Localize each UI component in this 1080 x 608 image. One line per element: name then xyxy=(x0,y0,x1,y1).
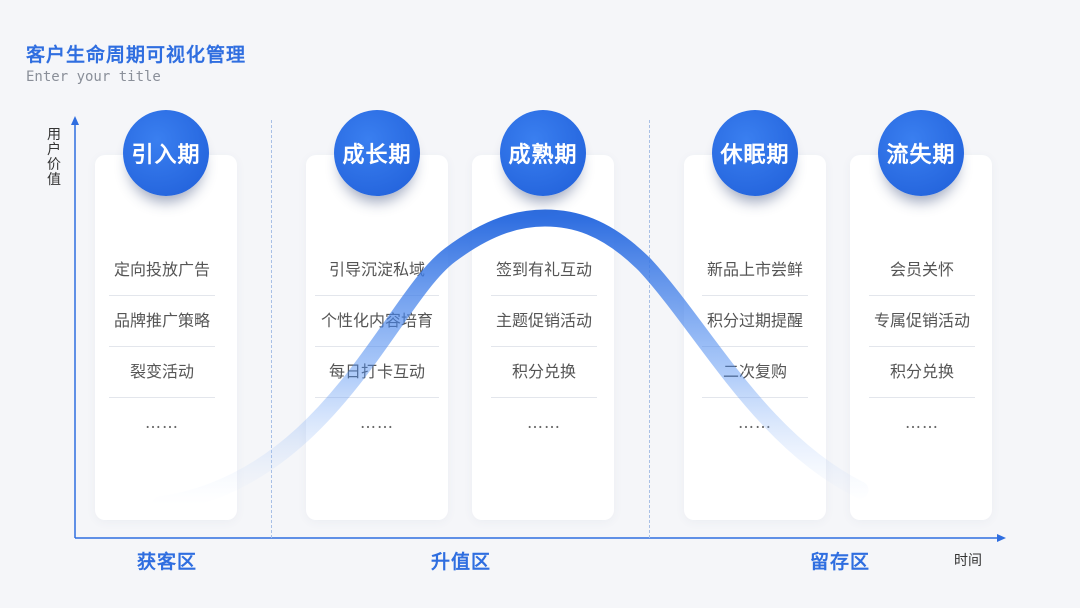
list-item: 主题促销活动 xyxy=(491,296,597,347)
list-item: 二次复购 xyxy=(702,347,808,398)
stage-badge-mature: 成熟期 xyxy=(500,110,586,196)
page-title: 客户生命周期可视化管理 xyxy=(26,44,247,66)
list-item: 会员关怀 xyxy=(869,245,975,296)
list-item: 定向投放广告 xyxy=(109,245,215,296)
list-item: 裂变活动 xyxy=(109,347,215,398)
stage-badge-lost: 流失期 xyxy=(878,110,964,196)
list-item-ellipsis: …… xyxy=(527,413,561,432)
stage-badge-intro: 引入期 xyxy=(123,110,209,196)
zone-label-retention: 留存区 xyxy=(810,551,871,573)
zone-label-acquisition: 获客区 xyxy=(137,551,198,573)
stage-items-mature: 签到有礼互动 主题促销活动 积分兑换 …… xyxy=(491,245,597,448)
stage-items-dormant: 新品上市尝鲜 积分过期提醒 二次复购 …… xyxy=(702,245,808,448)
stage-badge-dormant: 休眠期 xyxy=(712,110,798,196)
y-axis-label: 用户价值 xyxy=(47,127,61,188)
stage-items-intro: 定向投放广告 品牌推广策略 裂变活动 …… xyxy=(109,245,215,448)
stage-items-growth: 引导沉淀私域 个性化内容培育 每日打卡互动 …… xyxy=(315,245,439,448)
list-item: 积分兑换 xyxy=(491,347,597,398)
list-item-ellipsis: …… xyxy=(905,413,939,432)
list-item-ellipsis: …… xyxy=(145,413,179,432)
list-item: 个性化内容培育 xyxy=(315,296,439,347)
list-item: 新品上市尝鲜 xyxy=(702,245,808,296)
x-axis-arrow xyxy=(997,534,1006,542)
list-item: 专属促销活动 xyxy=(869,296,975,347)
list-item-ellipsis: …… xyxy=(360,413,394,432)
list-item: 积分兑换 xyxy=(869,347,975,398)
list-item: 引导沉淀私域 xyxy=(315,245,439,296)
list-item-ellipsis: …… xyxy=(738,413,772,432)
zone-divider-2 xyxy=(649,120,650,538)
page-subtitle: Enter your title xyxy=(26,69,161,85)
stage-badge-growth: 成长期 xyxy=(334,110,420,196)
list-item: 每日打卡互动 xyxy=(315,347,439,398)
x-axis-label: 时间 xyxy=(954,553,982,569)
y-axis-arrow xyxy=(71,116,79,125)
stage-items-lost: 会员关怀 专属促销活动 积分兑换 …… xyxy=(869,245,975,448)
zone-divider-1 xyxy=(271,120,272,538)
list-item: 签到有礼互动 xyxy=(491,245,597,296)
list-item: 品牌推广策略 xyxy=(109,296,215,347)
zone-label-growth: 升值区 xyxy=(431,551,492,573)
list-item: 积分过期提醒 xyxy=(702,296,808,347)
stage-card-lost xyxy=(850,155,992,520)
